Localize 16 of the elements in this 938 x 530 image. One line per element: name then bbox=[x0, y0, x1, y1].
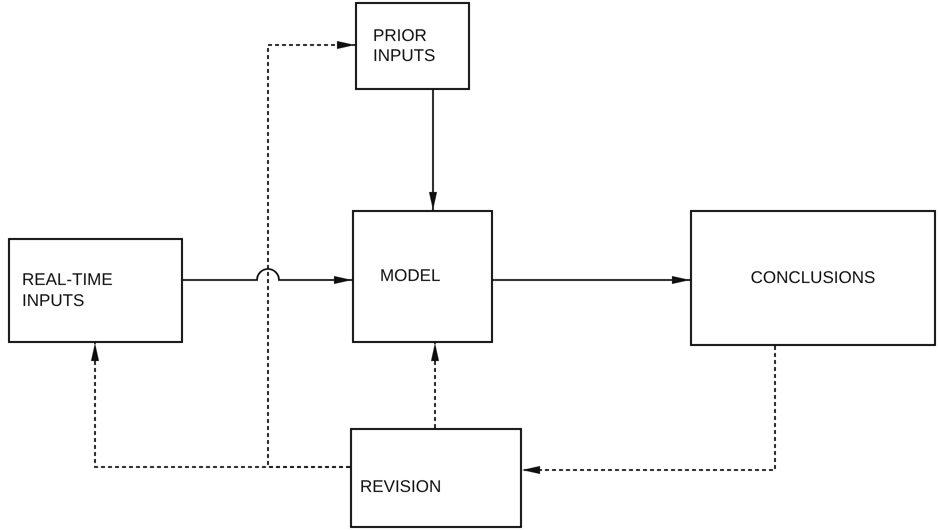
box-label: MODEL bbox=[380, 266, 440, 287]
box-label: REAL-TIME INPUTS bbox=[22, 270, 114, 311]
process-box bbox=[350, 428, 522, 528]
process-box bbox=[690, 210, 936, 346]
box-label: CONCLUSIONS bbox=[750, 268, 876, 288]
arrow bbox=[267, 41, 355, 468]
box-label: PRIOR INPUTS bbox=[373, 26, 436, 67]
process-box bbox=[352, 210, 493, 343]
process-box bbox=[8, 238, 183, 343]
arrow bbox=[183, 268, 352, 284]
arrow bbox=[429, 90, 437, 210]
box-label: REVISION bbox=[360, 476, 442, 498]
process-box bbox=[355, 2, 470, 90]
arrow bbox=[522, 346, 776, 474]
arrow bbox=[493, 276, 690, 284]
arrow bbox=[431, 343, 439, 428]
